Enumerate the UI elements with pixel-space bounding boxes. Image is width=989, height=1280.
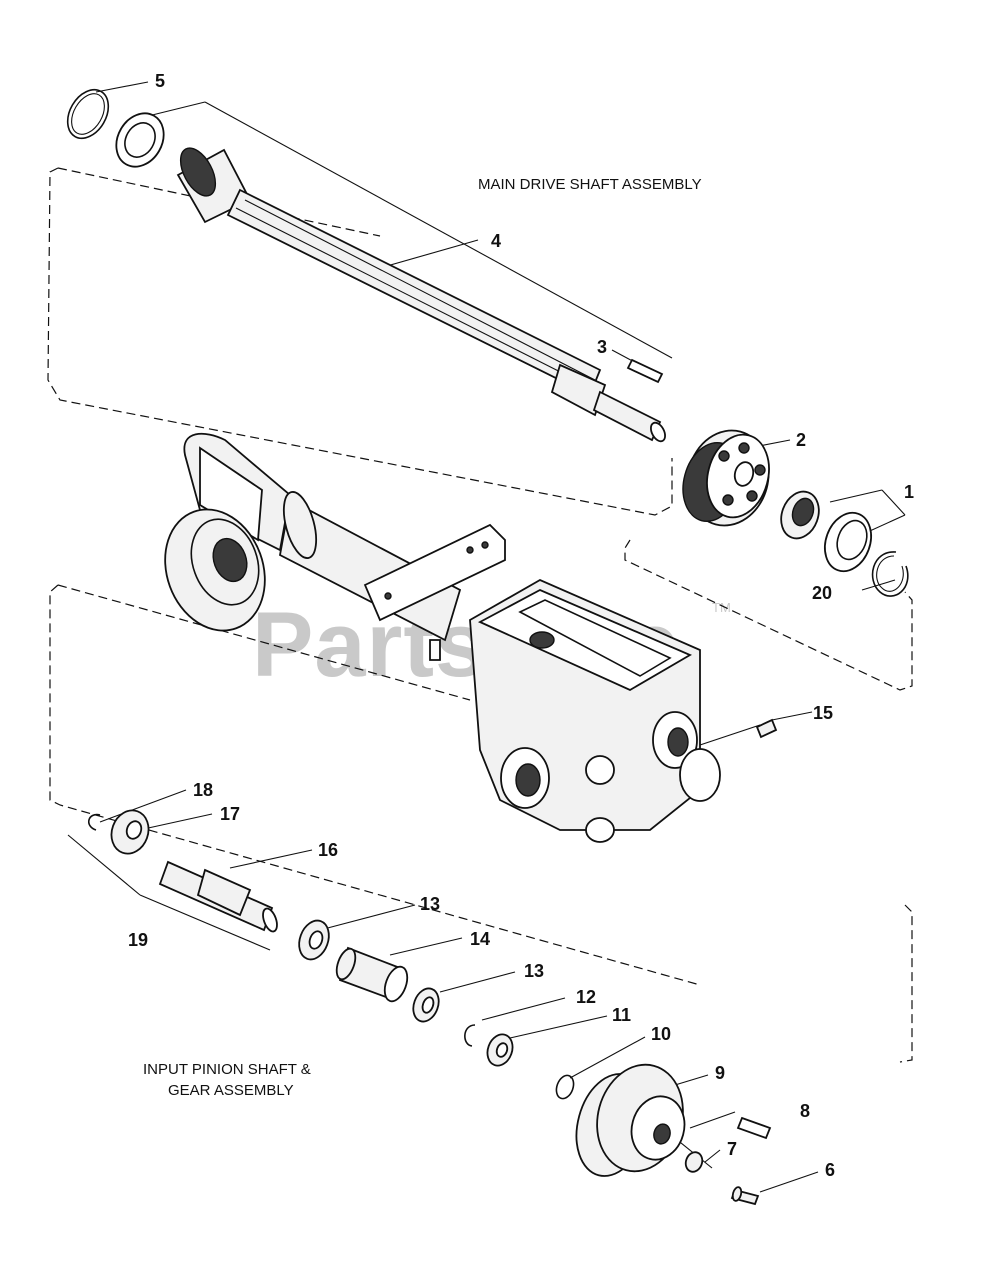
- part-13-washer-upper: [298, 919, 330, 961]
- callout-4: 4: [491, 231, 501, 251]
- callout-12: 12: [576, 987, 596, 1007]
- callout-10: 10: [651, 1024, 671, 1044]
- axle-housing: [164, 432, 506, 661]
- part-3-key: [626, 358, 664, 384]
- callout-7: 7: [727, 1139, 737, 1159]
- callout-11: 11: [612, 1005, 631, 1025]
- part-15-set-screw: [755, 718, 778, 739]
- part-11-washer: [486, 1033, 514, 1067]
- caption-input-pinion-line1: INPUT PINION SHAFT &: [143, 1061, 311, 1078]
- input-group-upper-dash: [57, 584, 471, 701]
- caption-input-pinion-line2: GEAR ASSEMBLY: [168, 1082, 294, 1099]
- callout-19: 19: [128, 930, 148, 950]
- callout-5: 5: [155, 71, 165, 91]
- part-13-washer-lower: [412, 987, 440, 1023]
- callout-20: 20: [812, 583, 832, 603]
- part-14-bushing: [335, 946, 409, 1003]
- callout-16: 16: [318, 840, 338, 860]
- watermark-trademark: TM: [712, 600, 731, 615]
- part-10-o-ring: [555, 1074, 575, 1100]
- callout-15: 15: [813, 703, 833, 723]
- part-20-snap-ring: [871, 551, 909, 597]
- callout-6: 6: [825, 1160, 835, 1180]
- part-7-washer: [684, 1151, 704, 1173]
- part-16-input-shaft: [158, 860, 278, 933]
- callout-13-upper: 13: [420, 894, 440, 914]
- part-1-bearing: [780, 490, 872, 573]
- callout-14: 14: [470, 929, 490, 949]
- caption-main-drive: MAIN DRIVE SHAFT ASSEMBLY: [478, 176, 702, 193]
- callout-2: 2: [796, 430, 806, 450]
- callout-17: 17: [220, 804, 240, 824]
- callout-9: 9: [715, 1063, 725, 1083]
- part-5-retaining-ring: [66, 88, 110, 140]
- part-6-bolt: [730, 1186, 760, 1206]
- part-17-pinion-gear: [110, 809, 150, 855]
- part-9-pulley: [575, 1063, 686, 1177]
- input-group-outline: [49, 584, 913, 1063]
- main-drive-top-dash: [57, 167, 381, 237]
- main-drive-group-outline: [47, 167, 673, 516]
- part-18-clip: [88, 813, 101, 831]
- callout-18: 18: [193, 780, 213, 800]
- part-2-gear: [682, 429, 770, 527]
- gearbox-housing: [469, 578, 721, 843]
- callouts: 1 2 3 4 5 6 7 8 9 10 11 12 13 13 14 15 1…: [128, 71, 914, 1180]
- housing-group-outline: [624, 539, 913, 691]
- group-outlines: [47, 167, 913, 1063]
- part-4-main-drive-shaft: [176, 147, 666, 443]
- part-8-key: [736, 1116, 772, 1140]
- part-12-retaining-ring: [464, 1024, 476, 1047]
- bearing-cup-top: [115, 112, 165, 168]
- callout-13-lower: 13: [524, 961, 544, 981]
- callout-3: 3: [597, 337, 607, 357]
- callout-1: 1: [904, 482, 914, 502]
- callout-8: 8: [800, 1101, 810, 1121]
